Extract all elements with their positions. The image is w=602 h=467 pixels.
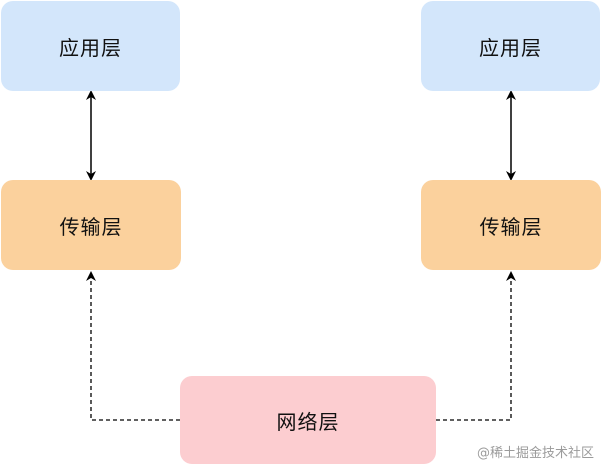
application-layer-right-label: 应用层 — [479, 35, 542, 60]
watermark: @稀土掘金技术社区 — [476, 446, 594, 461]
edge-network-transport-right — [436, 271, 516, 421]
network-layer-label: 网络层 — [276, 409, 340, 434]
transport-layer-left-label: 传输层 — [59, 214, 123, 239]
network-layer: 网络层 — [180, 376, 436, 464]
application-layer-left: 应用层 — [1, 1, 180, 91]
transport-layer-left: 传输层 — [1, 180, 181, 270]
application-layer-left-label: 应用层 — [59, 35, 122, 60]
transport-layer-right: 传输层 — [421, 180, 601, 270]
transport-layer-right-label: 传输层 — [479, 214, 543, 239]
application-layer-right: 应用层 — [421, 1, 600, 91]
edge-network-transport-left — [86, 271, 180, 421]
